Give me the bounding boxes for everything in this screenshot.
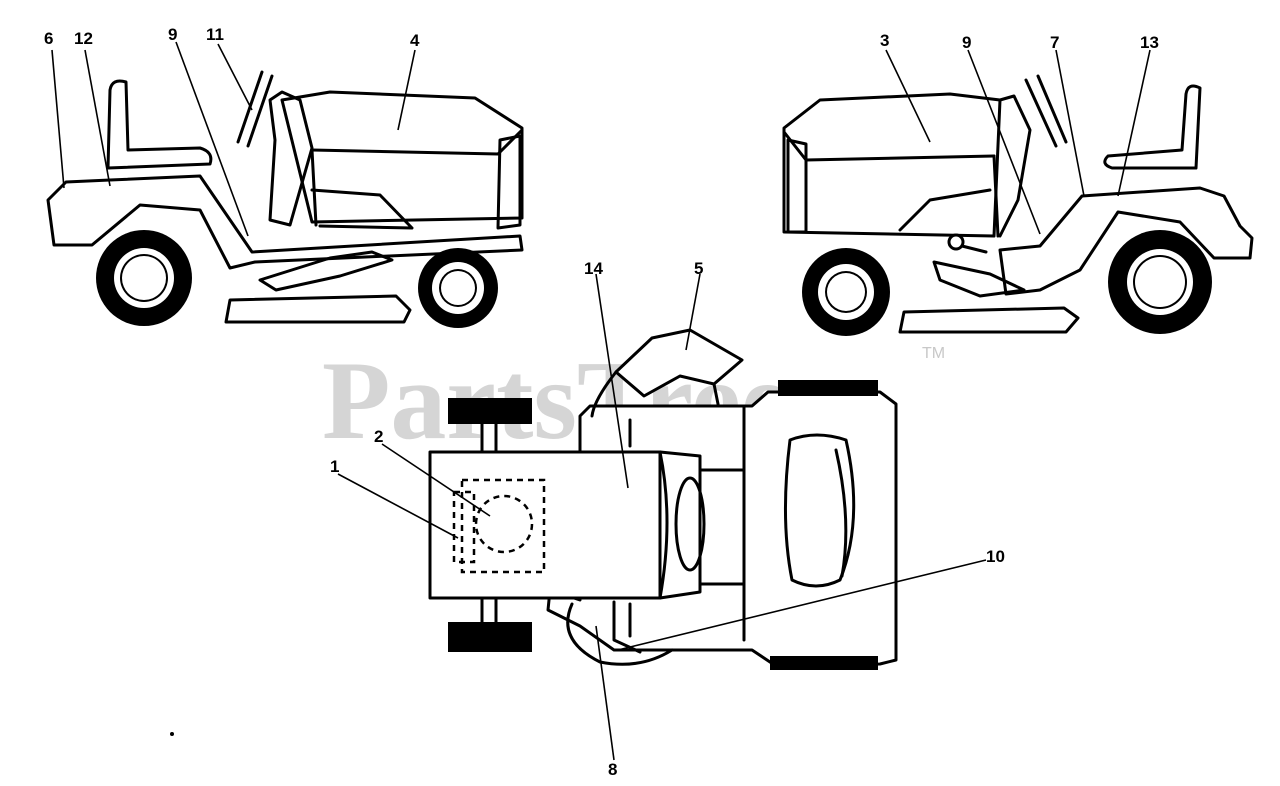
stray-dot (170, 732, 174, 736)
callout-1: 1 (330, 457, 339, 476)
center-seat (783, 433, 856, 588)
center-front-tire-top (448, 398, 532, 424)
center-tractor-top-view (428, 328, 898, 670)
callout-14: 14 (584, 259, 603, 278)
callout-4: 4 (410, 31, 420, 50)
callout-2: 2 (374, 427, 383, 446)
callout-9-left: 9 (168, 25, 177, 44)
left-body-fender (46, 174, 524, 270)
watermark-trademark: TM (922, 345, 945, 362)
center-engine-dashed-outline (460, 478, 546, 574)
callout-7: 7 (1050, 33, 1059, 52)
left-hood (280, 90, 524, 224)
callout-numbers: 6 12 9 11 4 3 9 7 13 14 5 2 1 10 8 (44, 25, 1159, 779)
callout-6: 6 (44, 29, 53, 48)
right-mower-deck (898, 306, 1080, 334)
right-body-fender (998, 186, 1254, 296)
left-mower-deck (224, 294, 412, 324)
right-seat (1103, 84, 1202, 170)
callout-5: 5 (694, 259, 703, 278)
callout-13: 13 (1140, 33, 1159, 52)
callout-12: 12 (74, 29, 93, 48)
callout-3: 3 (880, 31, 889, 50)
left-seat (106, 79, 213, 170)
leader-lines (51, 41, 1151, 761)
right-hood (782, 92, 1002, 238)
callout-10: 10 (986, 547, 1005, 566)
callout-8: 8 (608, 760, 617, 779)
center-engine-dashed-circle (474, 494, 534, 554)
callout-11: 11 (206, 25, 224, 44)
callout-9-right: 9 (962, 33, 971, 52)
center-front-tire-bottom (448, 622, 532, 652)
left-tractor-side-view (46, 70, 524, 328)
center-discharge-chute (614, 328, 744, 398)
right-tractor-side-view (782, 74, 1254, 336)
